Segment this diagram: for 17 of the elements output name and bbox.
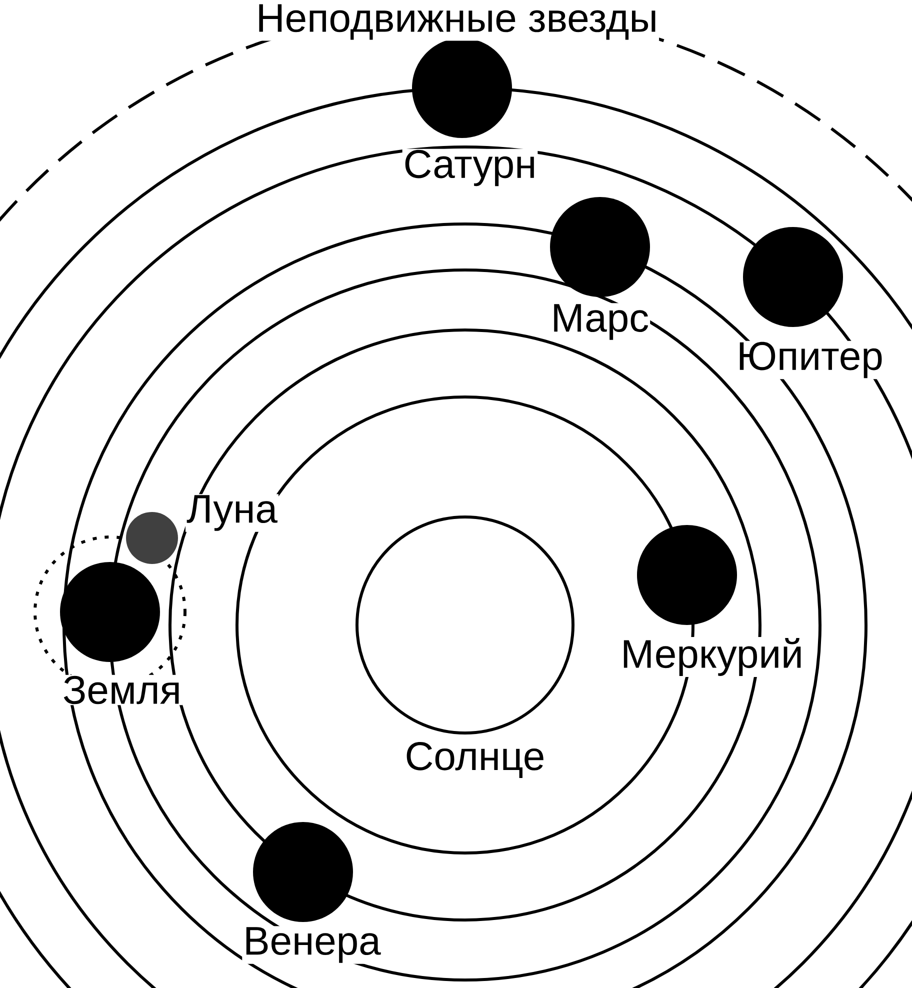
planet-label: Сатурн [402, 148, 538, 188]
moon [126, 512, 178, 564]
planet-label: Венера [242, 926, 382, 964]
planet [550, 197, 650, 297]
planet-label: Юпитер [736, 340, 884, 380]
planet [60, 562, 160, 662]
planet [743, 227, 843, 327]
sphere-label: Неподвижные звезды [254, 3, 660, 41]
sun-circle [356, 516, 574, 734]
planet [412, 38, 512, 138]
planet [637, 525, 737, 625]
planet-label: Солнце [404, 741, 546, 779]
planet [253, 822, 353, 922]
planet-label: Луна [185, 494, 279, 532]
planet-label: Марс [550, 303, 650, 341]
planet-label: Земля [62, 674, 182, 706]
planet-label: Меркурий [620, 637, 804, 677]
